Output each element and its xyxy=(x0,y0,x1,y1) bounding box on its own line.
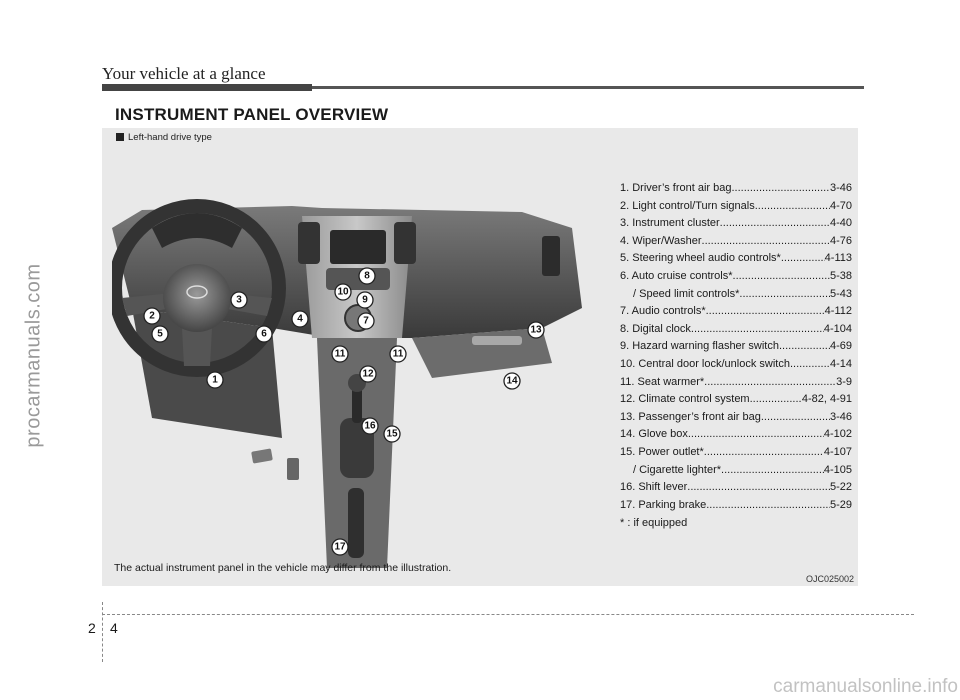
legend-item[interactable]: 9. Hazard warning flasher switch 4-69 xyxy=(620,338,852,356)
parking-brake xyxy=(348,488,364,558)
header-rule xyxy=(102,86,864,89)
footer-divider xyxy=(102,602,103,662)
legend-item[interactable]: 10. Central door lock/unlock switch4-14 xyxy=(620,356,852,374)
legend-item[interactable]: 5. Steering wheel audio controls* 4-113 xyxy=(620,250,852,268)
bottom-watermark: carmanualsonline.info xyxy=(773,676,958,698)
callout-16: 16 xyxy=(362,418,378,434)
legend-item[interactable]: 13. Passenger’s front air bag 3-46 xyxy=(620,409,852,427)
svg-text:12: 12 xyxy=(362,369,374,380)
section-title: INSTRUMENT PANEL OVERVIEW xyxy=(115,105,388,125)
callout-6: 6 xyxy=(256,326,272,342)
figure-caption: Left-hand drive type xyxy=(116,132,212,143)
steering-spoke-bottom xyxy=(182,328,212,366)
svg-text:5: 5 xyxy=(157,329,163,340)
svg-text:11: 11 xyxy=(393,349,404,360)
svg-text:6: 6 xyxy=(261,329,267,340)
legend-item[interactable]: 16. Shift lever 5-22 xyxy=(620,479,852,497)
glovebox-handle xyxy=(472,336,522,345)
figure-disclaimer: The actual instrument panel in the vehic… xyxy=(114,562,451,574)
legend-item-sub[interactable]: / Cigarette lighter* 4-105 xyxy=(620,462,852,480)
page-number: 4 xyxy=(110,620,118,636)
legend-item[interactable]: 4. Wiper/Washer 4-76 xyxy=(620,233,852,251)
svg-text:8: 8 xyxy=(364,271,370,282)
svg-text:9: 9 xyxy=(362,295,368,306)
svg-text:17: 17 xyxy=(334,542,346,553)
figure-panel: Left-hand drive type xyxy=(102,128,858,586)
legend-list: 1. Driver’s front air bag 3-46 2. Light … xyxy=(620,180,852,533)
square-bullet-icon xyxy=(116,133,124,141)
legend-item[interactable]: 2. Light control/Turn signals 4-70 xyxy=(620,198,852,216)
pedal-brake xyxy=(251,448,273,463)
legend-item[interactable]: 1. Driver’s front air bag 3-46 xyxy=(620,180,852,198)
legend-item[interactable]: 7. Audio controls* 4-112 xyxy=(620,303,852,321)
callout-15: 15 xyxy=(384,426,400,442)
center-vent-right xyxy=(394,222,416,264)
legend-item[interactable]: 17. Parking brake 5-29 xyxy=(620,497,852,515)
legend-item-sub[interactable]: / Speed limit controls* 5-43 xyxy=(620,286,852,304)
svg-text:1: 1 xyxy=(212,375,218,386)
audio-display xyxy=(330,230,386,264)
center-vent-left xyxy=(298,222,320,264)
legend-item[interactable]: 6. Auto cruise controls* 5-38 xyxy=(620,268,852,286)
svg-text:3: 3 xyxy=(236,295,242,306)
callout-4: 4 xyxy=(292,311,308,327)
figure-caption-text: Left-hand drive type xyxy=(128,132,212,143)
legend-item[interactable]: 8. Digital clock 4-104 xyxy=(620,321,852,339)
svg-text:4: 4 xyxy=(297,314,303,325)
svg-text:15: 15 xyxy=(386,429,398,440)
callout-2: 2 xyxy=(144,308,160,324)
callout-14: 14 xyxy=(504,373,520,389)
callout-5: 5 xyxy=(152,326,168,342)
callout-3: 3 xyxy=(231,292,247,308)
legend-item[interactable]: 11. Seat warmer* 3-9 xyxy=(620,374,852,392)
legend-item[interactable]: 12. Climate control system 4-82, 4-91 xyxy=(620,391,852,409)
svg-text:14: 14 xyxy=(506,376,518,387)
callout-12: 12 xyxy=(360,366,376,382)
svg-text:7: 7 xyxy=(363,316,369,327)
audio-panel xyxy=(326,268,390,290)
callout-7: 7 xyxy=(358,313,374,329)
legend-item[interactable]: 3. Instrument cluster4-40 xyxy=(620,215,852,233)
pedal-accelerator xyxy=(287,458,299,480)
callout-1: 1 xyxy=(207,372,223,388)
svg-text:16: 16 xyxy=(364,421,376,432)
callout-13: 13 xyxy=(528,322,544,338)
page-header-title: Your vehicle at a glance xyxy=(102,64,266,84)
callout-11-left: 11 xyxy=(332,346,348,362)
right-vent xyxy=(542,236,560,276)
svg-text:11: 11 xyxy=(335,349,346,360)
side-watermark: procarmanuals.com xyxy=(23,236,46,476)
callout-11-right: 11 xyxy=(390,346,406,362)
svg-text:13: 13 xyxy=(530,325,542,336)
callout-10: 10 xyxy=(335,284,351,300)
svg-text:10: 10 xyxy=(337,287,349,298)
legend-item[interactable]: 14. Glove box 4-102 xyxy=(620,426,852,444)
callout-8: 8 xyxy=(359,268,375,284)
figure-code: OJC025002 xyxy=(806,574,854,584)
page-chapter-number: 2 xyxy=(88,620,96,636)
legend-item[interactable]: 15. Power outlet* 4-107 xyxy=(620,444,852,462)
footer-rule xyxy=(102,614,914,615)
legend-footnote: * : if equipped xyxy=(620,515,852,533)
callout-9: 9 xyxy=(357,292,373,308)
instrument-panel-illustration: 1 2 3 4 5 6 7 8 9 10 11 11 12 13 14 15 1… xyxy=(112,188,612,568)
svg-text:2: 2 xyxy=(149,311,155,322)
callout-17: 17 xyxy=(332,539,348,555)
